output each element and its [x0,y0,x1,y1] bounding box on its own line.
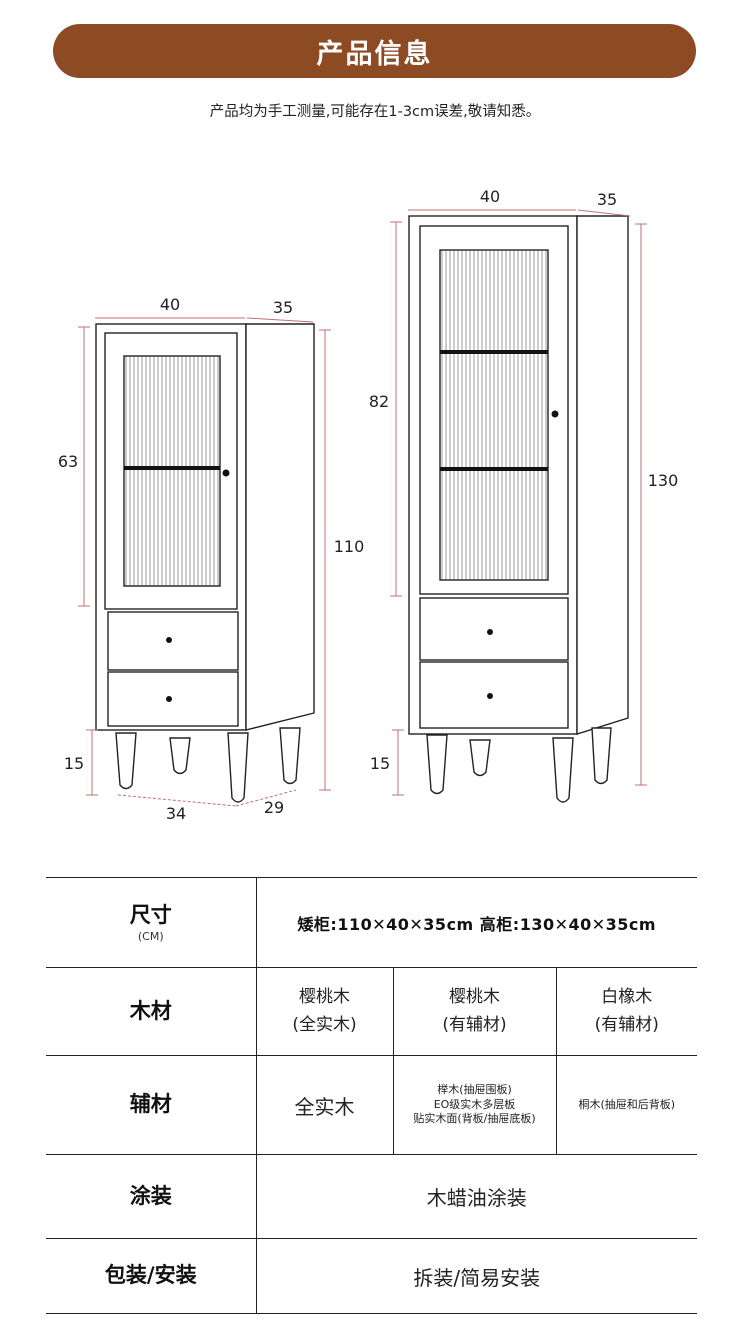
short-cabinet-dimension-lines [78,317,331,807]
size-value-cell: 矮柜:110✕40✕35cm 高柜:130✕40✕35cm [255,877,698,968]
row-label-wood: 木材 [46,967,256,1056]
row-label-aux: 辅材 [46,1055,256,1155]
size-value: 矮柜:110✕40✕35cm 高柜:130✕40✕35cm [297,914,657,934]
row-label-size: 尺寸 (CM) [46,877,256,968]
aux-option-1: 全实木 [255,1055,393,1155]
wood-option-3: 白橡木 (有辅材) [555,967,698,1056]
wood-option-2: 樱桃木 (有辅材) [392,967,556,1056]
tall-cabinet-drawing [408,215,629,803]
aux-option-2: 榉木(抽屉围板) EO级实木多层板 贴实木面(背板/抽屉底板) [392,1055,556,1155]
size-unit: (CM) [137,929,164,943]
short-base-depth-label: 29 [264,798,284,817]
row-label-install: 包装/安装 [46,1238,256,1314]
table-row-wood: 木材 樱桃木 (全实木) 樱桃木 (有辅材) 白橡木 (有辅材) [46,967,698,1056]
finish-value: 木蜡油涂装 [255,1154,698,1239]
short-depth-label: 35 [273,298,293,317]
short-cabinet-drawing [95,323,315,803]
tall-cabinet-dimension-lines [390,209,647,796]
wood-option-1: 樱桃木 (全实木) [255,967,393,1056]
section-title: 产品信息 [316,38,433,70]
cabinet-dimension-diagram: 40 35 63 110 15 34 29 40 35 82 130 15 [58,187,679,823]
tall-depth-label: 35 [597,190,617,209]
tall-width-label: 40 [480,187,500,206]
install-value: 拆装/简易安装 [255,1238,698,1314]
aux-option-3: 桐木(抽屉和后背板) [555,1055,698,1155]
row-label-finish: 涂装 [46,1154,256,1239]
table-row-size: 尺寸 (CM) 矮柜:110✕40✕35cm 高柜:130✕40✕35cm [46,877,698,968]
short-leg-height-label: 15 [64,754,84,773]
tall-upper-height-label: 82 [369,392,389,411]
short-base-width-label: 34 [166,804,186,823]
table-row-finish: 涂装 木蜡油涂装 [46,1154,698,1239]
tall-leg-height-label: 15 [370,754,390,773]
section-title-bar: 产品信息 [53,24,696,78]
table-row-aux: 辅材 全实木 榉木(抽屉围板) EO级实木多层板 贴实木面(背板/抽屉底板) 桐… [46,1055,698,1155]
table-row-install: 包装/安装 拆装/简易安装 [46,1238,698,1314]
short-total-height-label: 110 [334,537,365,556]
short-width-label: 40 [160,295,180,314]
tall-total-height-label: 130 [648,471,679,490]
spec-table: 尺寸 (CM) 矮柜:110✕40✕35cm 高柜:130✕40✕35cm 木材… [46,877,698,1314]
short-upper-height-label: 63 [58,452,78,471]
measurement-note: 产品均为手工测量,可能存在1-3cm误差,敬请知悉。 [209,104,541,120]
